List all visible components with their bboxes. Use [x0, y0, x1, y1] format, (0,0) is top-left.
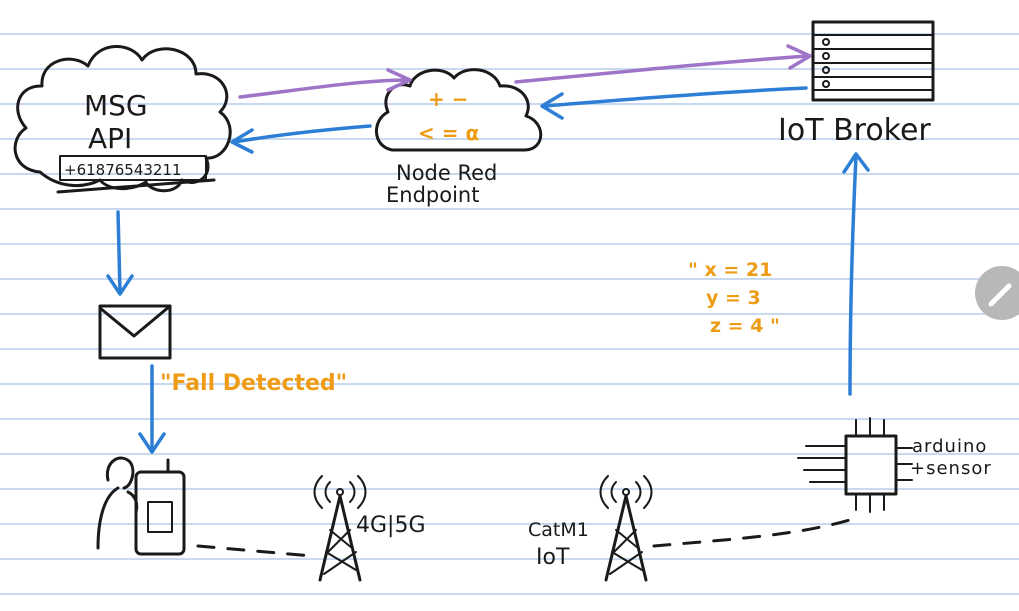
cloud-icon [13, 45, 232, 193]
tower-mobile-node: 4G|5G [313, 475, 426, 582]
tower-mobile-label: 4G|5G [356, 513, 426, 538]
arrow-msgapi-to-nodered [238, 68, 412, 99]
phone-number-underline [56, 178, 216, 194]
msg-api-title-line2: API [88, 122, 132, 155]
arrow-msgapi-to-envelope [106, 210, 134, 296]
user-node [96, 456, 186, 556]
cell-tower-icon [313, 475, 367, 582]
arrow-arduino-to-broker [842, 152, 870, 396]
payload-annotation: " x = 21 y = 3 z = 4 " [688, 259, 780, 337]
nodered-symbols-top: + − [428, 87, 468, 111]
cloud-icon [375, 68, 543, 152]
payload-line2: y = 3 [706, 287, 761, 309]
cell-tower-icon [599, 475, 653, 582]
message-text: "Fall Detected" [160, 371, 347, 396]
msg-api-title-line1: MSG [84, 89, 148, 122]
payload-line1: " x = 21 [688, 259, 772, 281]
nodered-node: + − < = α Node Red Endpoint [375, 68, 543, 207]
person-icon [96, 456, 139, 550]
pencil-icon [988, 283, 1012, 307]
link-phone-to-tower [196, 544, 314, 558]
arduino-label-line1: arduino [912, 436, 987, 457]
arrow-nodered-to-broker [514, 44, 812, 84]
arrow-nodered-to-msgapi [230, 124, 372, 154]
msg-api-node: MSG API +61876543211 [13, 45, 232, 194]
link-tower-to-arduino [652, 516, 858, 548]
arduino-label-line2: +sensor [910, 458, 992, 479]
tower-catm1-node: CatM1 IoT [528, 475, 653, 582]
payload-line3: z = 4 " [710, 315, 780, 337]
arrow-envelope-to-phone [138, 364, 166, 454]
phone-number-box [59, 155, 207, 181]
nodered-label-line2: Endpoint [386, 183, 479, 207]
arduino-node: arduino +sensor [797, 417, 992, 513]
tower-catm1-label-line2: IoT [536, 545, 570, 570]
tower-catm1-label-line1: CatM1 [528, 519, 589, 541]
nodered-label-line1: Node Red [396, 161, 497, 185]
iot-broker-node: IoT Broker [778, 20, 935, 148]
arrow-broker-to-nodered [540, 86, 808, 120]
server-rack-icon [811, 20, 935, 102]
nodered-symbols-bottom: < = α [418, 121, 479, 145]
edit-button[interactable] [975, 266, 1019, 320]
phone-number: +61876543211 [64, 161, 182, 179]
iot-broker-label: IoT Broker [778, 113, 931, 148]
phone-icon [134, 458, 186, 556]
chip-icon [797, 417, 913, 513]
envelope-icon [98, 304, 172, 360]
